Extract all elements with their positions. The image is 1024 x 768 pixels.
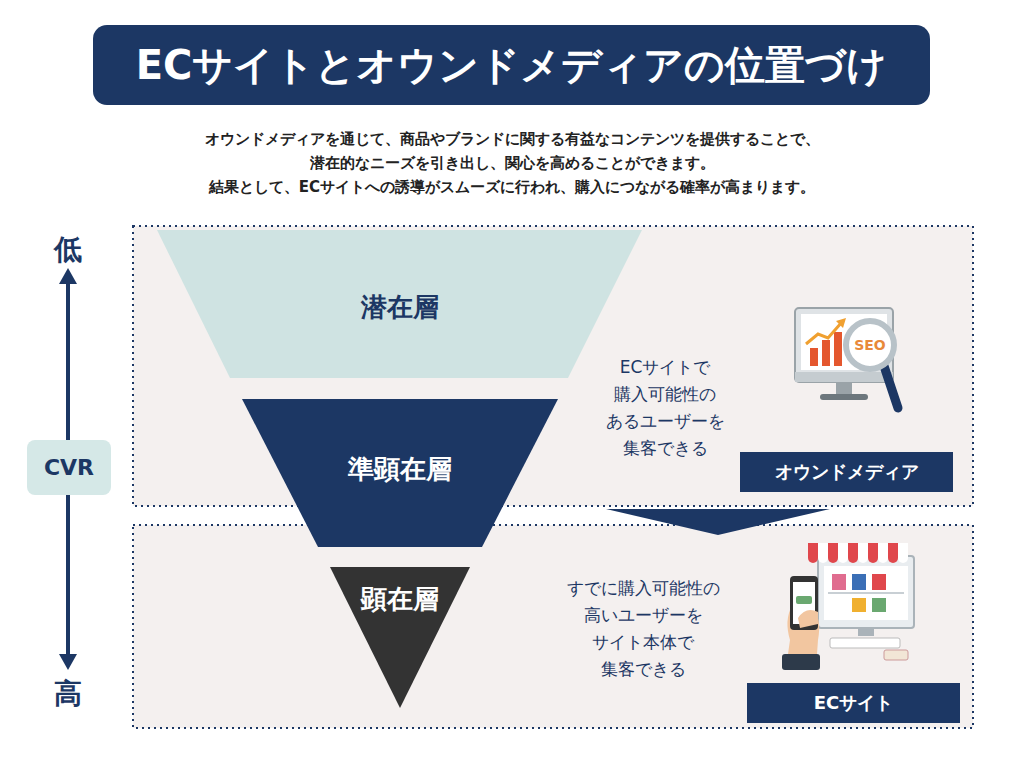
- awning-scallop: [838, 553, 848, 563]
- icon-label: SEO: [846, 337, 894, 355]
- node-label: 潜在層: [157, 292, 642, 322]
- description-text: 結果として、ECサイトへの誘導がスムーズに行われ、購入につながる確率が高まります…: [22, 178, 1002, 197]
- funnel-layer: 潜在層: [157, 230, 642, 378]
- shop-monitor: [818, 556, 914, 628]
- smartphone: [790, 576, 818, 630]
- shop-awning: [808, 543, 908, 563]
- region-panel: ECサイト すでに購入可能性の 高いユーザーを サイト本体で 集客できる: [133, 525, 973, 728]
- awning-scallop: [888, 553, 898, 563]
- awning-scallop: [868, 553, 878, 563]
- funnel-layer: 顕在層: [330, 567, 470, 708]
- monitor-bezel: [795, 372, 893, 382]
- funnel-shape: [157, 230, 642, 378]
- product: [832, 574, 846, 590]
- product: [872, 574, 886, 590]
- monitor-base: [820, 394, 868, 400]
- seo-monitor-icon: [795, 308, 898, 408]
- awning-scallop: [878, 553, 888, 563]
- product: [852, 574, 866, 590]
- credit-card: [884, 650, 908, 660]
- title-text: ECサイトとオウンドメディアの位置づけ: [136, 38, 888, 93]
- axis-arrowhead: [59, 654, 77, 670]
- trend-arrowhead: [836, 318, 846, 328]
- funnel-layer: 準顕在層: [242, 399, 558, 547]
- monitor-stand: [858, 628, 874, 636]
- node-label: ECサイト: [814, 691, 894, 715]
- node-label: CVR: [44, 455, 94, 480]
- magnifier-handle: [884, 366, 898, 408]
- axis-label: 高: [48, 676, 88, 711]
- product: [852, 598, 866, 612]
- label-tag: オウンドメディア: [740, 452, 953, 492]
- flow-arrow: [606, 509, 830, 535]
- region-note: ECサイトで 購入可能性の あるユーザーを 集客できる: [580, 354, 750, 462]
- region-note: すでに購入可能性の 高いユーザーを サイト本体で 集客できる: [548, 575, 738, 683]
- monitor-frame: [795, 308, 893, 382]
- monitor-stand: [836, 382, 852, 396]
- axis-label: 低: [48, 232, 88, 267]
- sleeve: [782, 654, 820, 670]
- node-label: 顕在層: [330, 584, 470, 614]
- trend-arrow: [806, 322, 842, 344]
- axis-badge: CVR: [27, 440, 111, 495]
- title-banner: ECサイトとオウンドメディアの位置づけ: [93, 25, 930, 105]
- chart-bar: [810, 348, 818, 366]
- funnel-shape: [330, 567, 470, 708]
- region-panel: [133, 525, 973, 728]
- shelf: [828, 592, 904, 594]
- awning-scallop: [858, 553, 868, 563]
- awning-scallop: [818, 553, 828, 563]
- ec-shop-icon: [782, 543, 914, 670]
- thumb: [798, 610, 818, 628]
- funnel-shape: [242, 399, 558, 547]
- shop-screen: [824, 566, 908, 620]
- awning-scallop: [808, 553, 818, 563]
- node-label: 準顕在層: [242, 454, 558, 484]
- awning-scallop: [898, 553, 908, 563]
- description-text: オウンドメディアを通じて、商品やブランドに関する有益なコンテンツを提供することで…: [22, 130, 1002, 149]
- awning-scallop: [828, 553, 838, 563]
- chart-bar: [834, 332, 842, 366]
- magnifier-lens: [846, 321, 894, 369]
- awning-scallop: [848, 553, 858, 563]
- label-tag: ECサイト: [747, 683, 960, 723]
- chart-bar: [822, 340, 830, 366]
- description-text: 潜在的なニーズを引き出し、関心を高めることができます。: [22, 154, 1002, 173]
- phone-button: [796, 596, 812, 604]
- keyboard: [830, 638, 900, 648]
- node-label: オウンドメディア: [775, 460, 919, 484]
- axis-arrowhead: [59, 268, 77, 284]
- product: [872, 598, 886, 612]
- region-panel: [133, 226, 973, 506]
